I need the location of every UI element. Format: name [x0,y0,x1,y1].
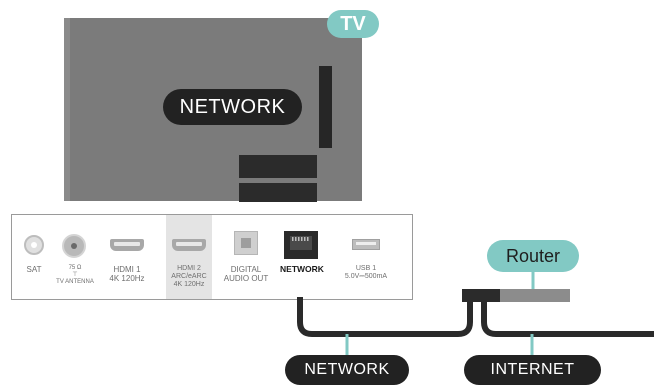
usb-icon [352,239,380,250]
optical-icon [234,231,258,255]
internet-cable [481,297,654,337]
tv-badge: TV [327,10,379,38]
tv-panel-edge [64,18,70,201]
hdmi-icon [110,239,144,251]
internet-cable-label: INTERNET [464,355,601,385]
tv-port-stripe [239,178,317,183]
port-label-hdmi1: HDMI 1 4K 120Hz [109,265,145,283]
coax-sat-icon [24,235,44,255]
port-label-antenna: 75 Ω ⊤ TV ANTENNA [56,265,94,285]
port-usb1: USB 1 5.0V⎓500mA [338,215,394,299]
tv-network-label: NETWORK [163,89,302,125]
tv-port-block [239,155,317,202]
router-port-block [462,289,500,302]
port-strip: SAT 75 Ω ⊤ TV ANTENNA HDMI 1 4K 120Hz HD… [11,214,413,300]
port-antenna: 75 Ω ⊤ TV ANTENNA [52,215,98,299]
hdmi-icon [172,239,206,251]
port-label-digital-audio: DIGITAL AUDIO OUT [223,265,269,283]
antenna-icon [62,234,86,258]
network-cable [297,297,473,337]
port-label-usb1: USB 1 5.0V⎓500mA [344,265,388,280]
network-cable-label: NETWORK [285,355,409,385]
router-body [462,289,570,302]
port-digital-audio: DIGITAL AUDIO OUT [220,215,272,299]
tv-back-panel [64,18,362,202]
ethernet-icon [284,231,318,259]
port-network: NETWORK [278,215,326,299]
port-label-sat: SAT [26,265,42,274]
port-hdmi1: HDMI 1 4K 120Hz [102,215,152,299]
ethernet-pins [292,237,310,241]
port-label-network: NETWORK [280,264,324,274]
router-label: Router [487,240,579,272]
port-sat: SAT [16,215,52,299]
tv-side-slot [319,66,332,148]
port-hdmi2: HDMI 2 ARC/eARC 4K 120Hz [166,215,212,299]
port-label-hdmi2: HDMI 2 ARC/eARC 4K 120Hz [171,265,207,288]
